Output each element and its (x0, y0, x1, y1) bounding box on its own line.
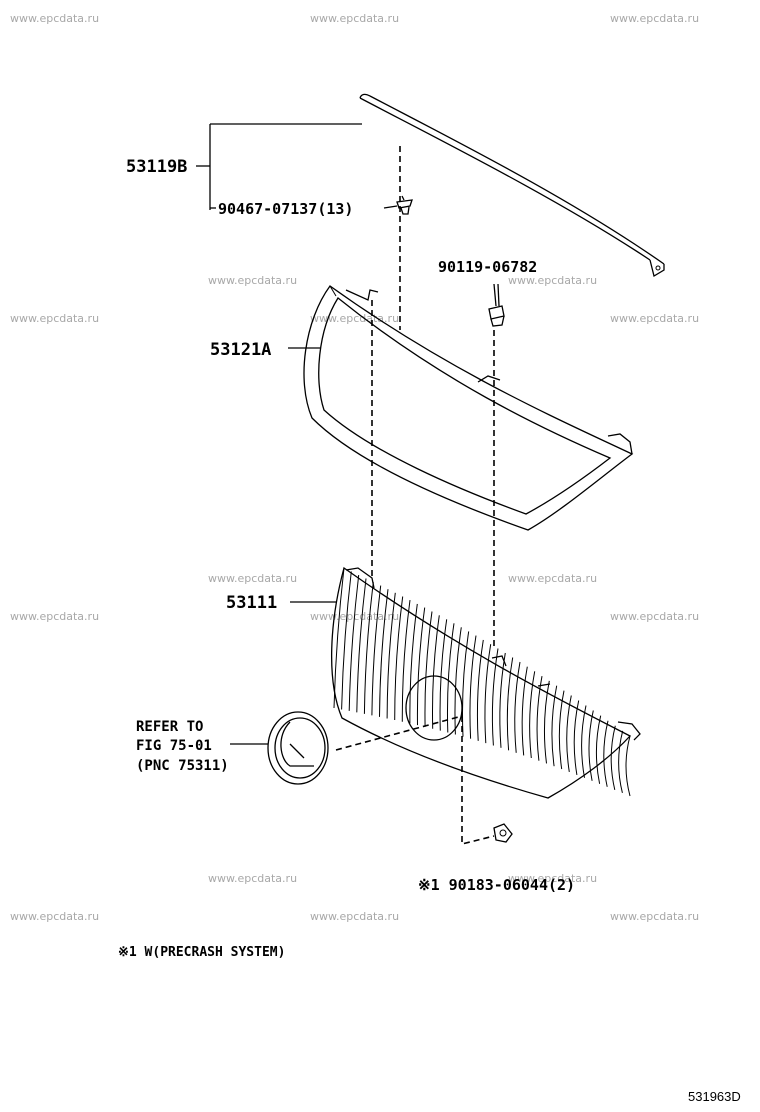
grille-slat (506, 657, 514, 751)
grille-slat (379, 589, 389, 717)
watermark: www.epcdata.ru (208, 872, 297, 885)
grille-slat (521, 666, 528, 756)
label-90119-06782: 90119-06782 (438, 258, 537, 276)
watermark: www.epcdata.ru (610, 312, 699, 325)
grille-slat (566, 695, 572, 772)
watermark: www.epcdata.ru (610, 910, 699, 923)
grille-slat (551, 685, 558, 767)
grille-slat (439, 619, 448, 731)
watermark: www.epcdata.ru (508, 274, 597, 287)
grille-slat (424, 611, 433, 727)
label-53121a: 53121A (210, 340, 271, 360)
grille-slat (386, 592, 396, 719)
emblem-icon[interactable] (267, 711, 329, 785)
assembly-lines (335, 146, 495, 846)
grille-slat (625, 735, 631, 797)
grille-slat (484, 644, 492, 744)
grille-slat (573, 700, 580, 775)
grille-slat (401, 600, 411, 722)
grille-slat (603, 720, 609, 787)
clip-icon[interactable] (396, 195, 413, 215)
ref-line-1: REFER TO (136, 719, 203, 735)
grille-slat (610, 725, 616, 791)
watermark: www.epcdata.ru (208, 274, 297, 287)
watermark: www.epcdata.ru (508, 572, 597, 585)
label-53111: 53111 (226, 593, 277, 613)
grille-slat (543, 680, 550, 764)
grille-slat (469, 635, 477, 739)
grille-slat (416, 607, 426, 726)
leader-lines (196, 123, 398, 745)
watermark: www.epcdata.ru (508, 872, 597, 885)
grille-slat (618, 730, 624, 794)
watermark: www.epcdata.ru (310, 312, 399, 325)
grille-slat (491, 648, 499, 746)
grille-slat (432, 615, 440, 729)
nut-icon[interactable] (493, 823, 513, 843)
watermark: www.epcdata.ru (10, 910, 99, 923)
watermark: www.epcdata.ru (10, 610, 99, 623)
grille-slat (356, 578, 367, 713)
watermark: www.epcdata.ru (10, 12, 99, 25)
watermark: www.epcdata.ru (310, 910, 399, 923)
grille-slat (341, 571, 352, 710)
grille-slat (446, 623, 455, 733)
watermark: www.epcdata.ru (10, 312, 99, 325)
watermark: www.epcdata.ru (310, 12, 399, 25)
grille-slat (371, 585, 382, 716)
watermarks: www.epcdata.ru www.epcdata.ru www.epcdat… (10, 12, 699, 923)
grille-slat (588, 710, 594, 781)
grille-slat (536, 676, 543, 761)
label-90467-07137: 90467-07137(13) (218, 200, 353, 218)
grille-slat (595, 715, 602, 784)
grille-slat (529, 671, 536, 759)
grille-slat (499, 652, 506, 748)
grille-slat (454, 627, 462, 735)
grille-frame[interactable] (303, 285, 634, 531)
grille-slat (333, 567, 345, 709)
grille-slats (333, 567, 631, 797)
watermark: www.epcdata.ru (610, 610, 699, 623)
grille-slat (558, 690, 565, 770)
molding-strip[interactable] (359, 93, 665, 278)
ref-line-2: FIG 75-01 (136, 738, 212, 754)
grille-slat (409, 603, 418, 724)
label-53119b: 53119B (126, 157, 187, 177)
footnote: ※1 W(PRECRASH SYSTEM) (118, 945, 285, 960)
diagram-code: 531963D (688, 1089, 741, 1104)
ref-line-3: (PNC 75311) (136, 758, 229, 774)
grille-slat (462, 631, 470, 737)
screw-icon[interactable] (488, 283, 505, 327)
label-90183-06044: ※1 90183-06044(2) (418, 876, 575, 894)
grille-slat (394, 596, 404, 721)
grille-slat (363, 582, 374, 714)
watermark: www.epcdata.ru (610, 12, 699, 25)
grille-slat (348, 574, 360, 711)
grille[interactable] (330, 566, 641, 799)
grille-slat (514, 661, 521, 753)
watermark: www.epcdata.ru (208, 572, 297, 585)
grille-slat (581, 705, 587, 778)
grille-slat (476, 639, 484, 741)
